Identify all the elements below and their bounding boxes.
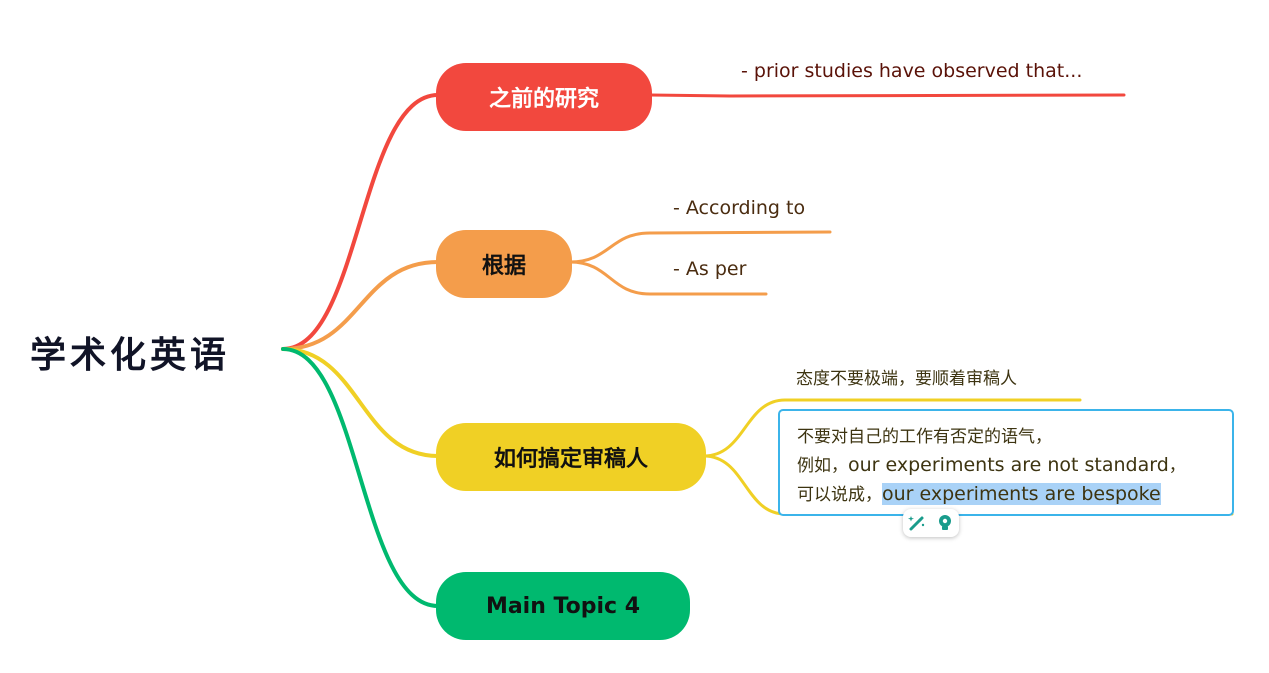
connector-topic2-sub1 bbox=[568, 230, 832, 264]
main-topic-handle-reviewers[interactable]: 如何搞定审稿人 bbox=[436, 423, 706, 491]
note-line-2-english: our experiments are not standard bbox=[848, 454, 1169, 476]
selected-text[interactable]: our experiments are bespoke bbox=[882, 483, 1161, 505]
ai-magic-wand-icon[interactable] bbox=[906, 512, 928, 534]
main-topic-according-to[interactable]: 根据 bbox=[436, 230, 572, 298]
floating-toolbar bbox=[903, 509, 959, 537]
subtopic-according-to[interactable]: - According to bbox=[673, 197, 806, 219]
connector-topic1-sub1 bbox=[648, 93, 1126, 98]
note-line-3-prefix: 可以说成， bbox=[797, 485, 882, 505]
main-topic-previous-research[interactable]: 之前的研究 bbox=[436, 63, 652, 131]
connector-root-topic2 bbox=[281, 260, 440, 351]
root-topic[interactable]: 学术化英语 bbox=[30, 335, 231, 376]
subtopic-attitude[interactable]: 态度不要极端，要顺着审稿人 bbox=[796, 369, 1017, 389]
subtopic-as-per[interactable]: - As per bbox=[673, 258, 747, 280]
connector-topic2-sub2 bbox=[568, 260, 768, 296]
connector-root-topic3 bbox=[281, 347, 440, 458]
subtopic-edit-box[interactable]: 不要对自己的工作有否定的语气， 例如，our experiments are n… bbox=[778, 409, 1234, 516]
main-topic-label: 根据 bbox=[481, 254, 526, 279]
note-line-1: 不要对自己的工作有否定的语气， bbox=[797, 427, 1052, 447]
note-line-2: 例如，our experiments are not standard， bbox=[797, 451, 1232, 480]
note-line-2-prefix: 例如， bbox=[797, 456, 848, 476]
main-topic-label: 如何搞定审稿人 bbox=[493, 447, 648, 472]
connector-root-topic1 bbox=[281, 93, 440, 351]
connector-topic3-sub1 bbox=[702, 398, 1082, 458]
main-topic-label: Main Topic 4 bbox=[485, 593, 641, 619]
connector-root-topic4 bbox=[281, 347, 440, 608]
main-topic-label: 之前的研究 bbox=[488, 87, 599, 112]
subtopic-prior-studies[interactable]: - prior studies have observed that... bbox=[741, 60, 1083, 82]
main-topic-4[interactable]: Main Topic 4 bbox=[436, 572, 690, 640]
note-line-3: 可以说成，our experiments are bespoke bbox=[797, 480, 1232, 509]
lightbulb-icon[interactable] bbox=[934, 512, 956, 534]
note-line-2-suffix: ， bbox=[1168, 456, 1186, 476]
